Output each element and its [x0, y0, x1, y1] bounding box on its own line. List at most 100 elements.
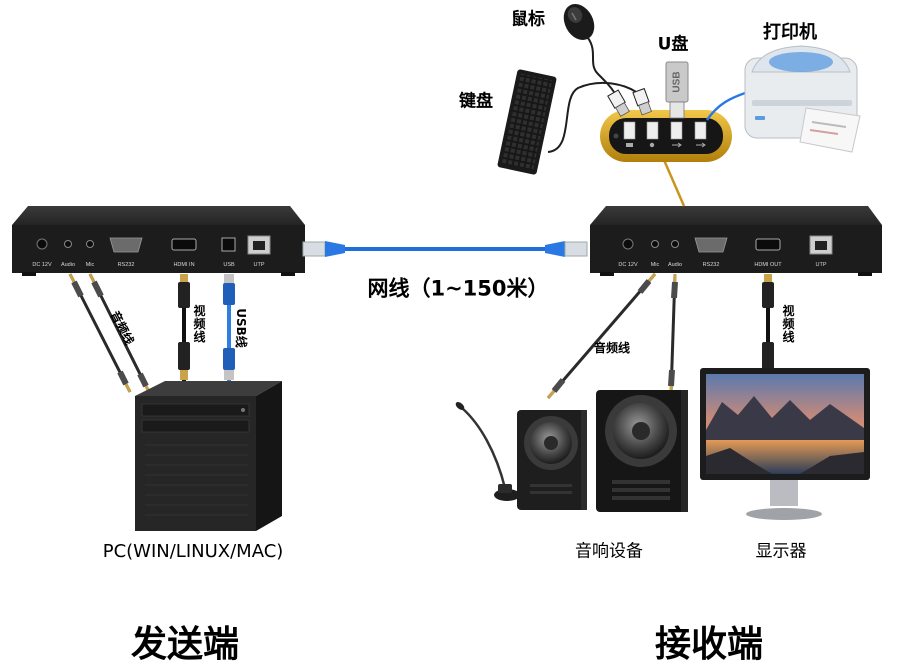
mouse-label: 鼠标 [511, 9, 545, 30]
receiver-top [590, 206, 882, 225]
screen-mountains [706, 396, 864, 440]
mic-gooseneck [461, 407, 507, 489]
mic-head [455, 402, 465, 410]
audio-port [671, 240, 679, 248]
mouse-body [563, 3, 595, 41]
mic-base-block [498, 484, 512, 493]
receiver-audio-cables [546, 273, 678, 399]
usb-hub-port [646, 121, 659, 140]
network-cable-label: 网线（1~150米） [367, 276, 549, 301]
printer-label: 打印机 [763, 22, 817, 43]
usb-drive-connector [669, 101, 685, 119]
keyboard-port-icon [626, 143, 633, 147]
mouse [563, 3, 630, 117]
transmitter-foot [281, 272, 295, 276]
usb-hub-face [609, 118, 723, 154]
transmitter-video-cable-label: 视频线 [192, 304, 206, 344]
keyboard-usb-plug [632, 87, 652, 116]
pc-tower [135, 381, 282, 531]
rj45-boot-left [325, 241, 345, 257]
monitor-neck [770, 480, 798, 506]
dc-power-port [622, 238, 634, 250]
port-label: RS232 [703, 262, 720, 268]
microphone [455, 402, 520, 501]
mouse-scroll-wheel [571, 12, 577, 21]
usb-port-icon [672, 142, 682, 148]
mouse-cable [587, 37, 615, 93]
usb-hub-cable [662, 159, 686, 207]
printer-paper-line [809, 129, 839, 135]
usb-hub-port [694, 121, 707, 140]
usb-hub-port [623, 121, 636, 140]
usb-drive-label: U盘 [657, 34, 689, 55]
transmitter-top [12, 206, 305, 225]
receiver-foot [858, 272, 872, 276]
transmitter-usb-cable-label: USB线 [234, 308, 248, 348]
screen-rocks [706, 448, 772, 474]
speaker-right [596, 390, 688, 512]
receiver-video-cable-label: 视频线 [781, 304, 795, 344]
printer-paper-line [811, 121, 847, 128]
pc-power-button [241, 408, 245, 412]
transmitter-title: 发送端 [130, 624, 240, 665]
printer-window [769, 52, 833, 72]
rj45-boot-right [545, 241, 565, 257]
port-label: Mic [651, 262, 660, 268]
usb-b-port [221, 237, 236, 252]
receiver-front-panel [590, 225, 882, 273]
usb-drive-text: USB [672, 71, 683, 92]
receiver-foot [600, 272, 614, 276]
pc-drive-bay [141, 403, 250, 417]
port-label: UTP [816, 262, 827, 268]
monitor-label: 显示器 [755, 541, 807, 562]
rs232-port [109, 237, 143, 253]
hdmi-in-port [171, 238, 197, 251]
usb-port-icon [696, 142, 706, 148]
receiver-audio-cable-label: 音频线 [593, 341, 631, 355]
port-label: Audio [668, 262, 682, 268]
speakers-label: 音响设备 [575, 541, 643, 562]
port-label: DC 12V [32, 262, 52, 268]
printer-slot [752, 100, 852, 106]
speaker-left-dust-cap [544, 436, 558, 450]
transmitter-foot [22, 272, 36, 276]
port-label: USB [223, 262, 235, 268]
keyboard-keys [501, 73, 553, 171]
port-label: Audio [61, 262, 75, 268]
keyboard-label: 键盘 [459, 91, 493, 112]
rs232-port [694, 237, 728, 253]
printer [705, 45, 861, 153]
port-label: HDMI OUT [754, 262, 782, 268]
dc-power-port [36, 238, 48, 250]
receiver-title: 接收端 [654, 624, 764, 665]
pc-top [135, 381, 282, 396]
audio-port [64, 240, 72, 248]
receiver-box: DC 12V Mic Audio RS232 HDMI OUT UTP [590, 206, 882, 276]
port-label: HDMI IN [173, 262, 194, 268]
speaker-left [517, 410, 587, 510]
screen-rocks [800, 452, 864, 474]
printer-usb-cable [705, 90, 749, 121]
rj45-plug-left [302, 241, 326, 257]
mouse-highlight [567, 7, 583, 23]
monitor [700, 368, 870, 520]
printer-logo [755, 116, 765, 120]
hdmi-out-port [755, 238, 781, 251]
utp-port-socket [253, 241, 265, 250]
transmitter-hdmi-cable [178, 274, 190, 384]
pc-label: PC(WIN/LINUX/MAC) [102, 541, 284, 562]
network-cable [302, 241, 588, 257]
port-label: RS232 [118, 262, 135, 268]
port-label: Mic [86, 262, 95, 268]
speaker-right-dust-cap [632, 422, 650, 440]
pc-side [256, 381, 282, 531]
rj45-plug-right [564, 241, 588, 257]
keyboard [497, 69, 652, 175]
pc-front [135, 396, 256, 531]
transmitter-usb-cable [223, 274, 235, 384]
monitor-base [746, 508, 822, 520]
mouse-port-icon [649, 142, 655, 148]
utp-port-socket [815, 241, 827, 250]
